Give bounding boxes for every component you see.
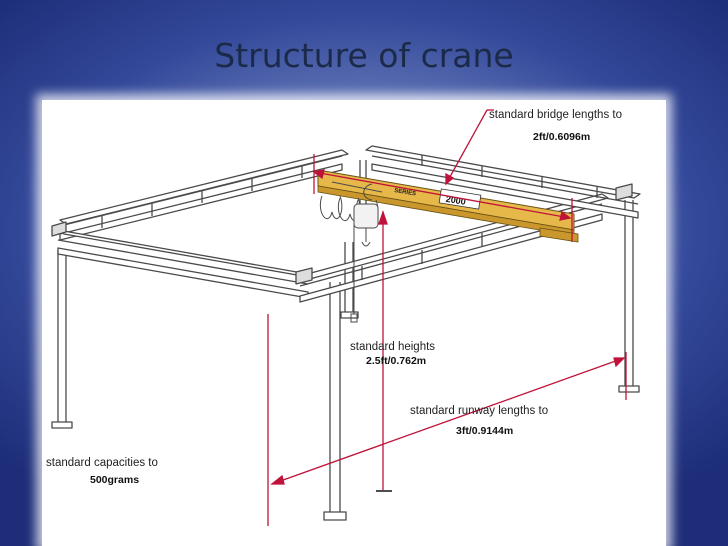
diagram-labels: standard bridge lengths to 2ft/0.6096m s… [46,109,622,486]
column-center-rear [340,242,359,319]
end-clamp-right [615,183,633,201]
festoon-loop-1 [319,195,343,219]
runway-length-value: 3ft/0.9144m [456,425,513,437]
bridge-beam: 2000 SERIES [317,169,579,243]
bridge-length-value: 2ft/0.6096m [533,131,590,143]
column-right-rear [618,200,640,393]
crane-frame [51,145,641,521]
capacity-value: 500grams [90,474,139,486]
hoist-body [353,203,379,229]
hoist-assembly [319,181,383,323]
diagram-panel: 2000 SERIES [42,100,666,546]
column-center-front [323,282,347,521]
crane-diagram: 2000 SERIES [46,109,641,526]
column-left-front [51,250,73,429]
runway-length-caption: standard runway lengths to [410,405,548,417]
dim-bridge-length [312,109,573,242]
runway-back [59,149,349,241]
height-caption: standard heights [350,341,435,353]
dim-runway-length [267,314,627,526]
end-clamp-left [51,221,67,237]
height-value: 2.5ft/0.762m [366,355,426,367]
capacity-caption: standard capacities to [46,457,158,469]
bridge-plate-model: SERIES [394,188,417,197]
end-clamp-center [295,267,313,285]
slide-title: Structure of crane [214,36,514,75]
runway-front-left [57,229,315,299]
dimension-lines [267,109,627,526]
pendant-cable [350,218,358,323]
bridge-length-caption: standard bridge lengths to [489,109,622,121]
